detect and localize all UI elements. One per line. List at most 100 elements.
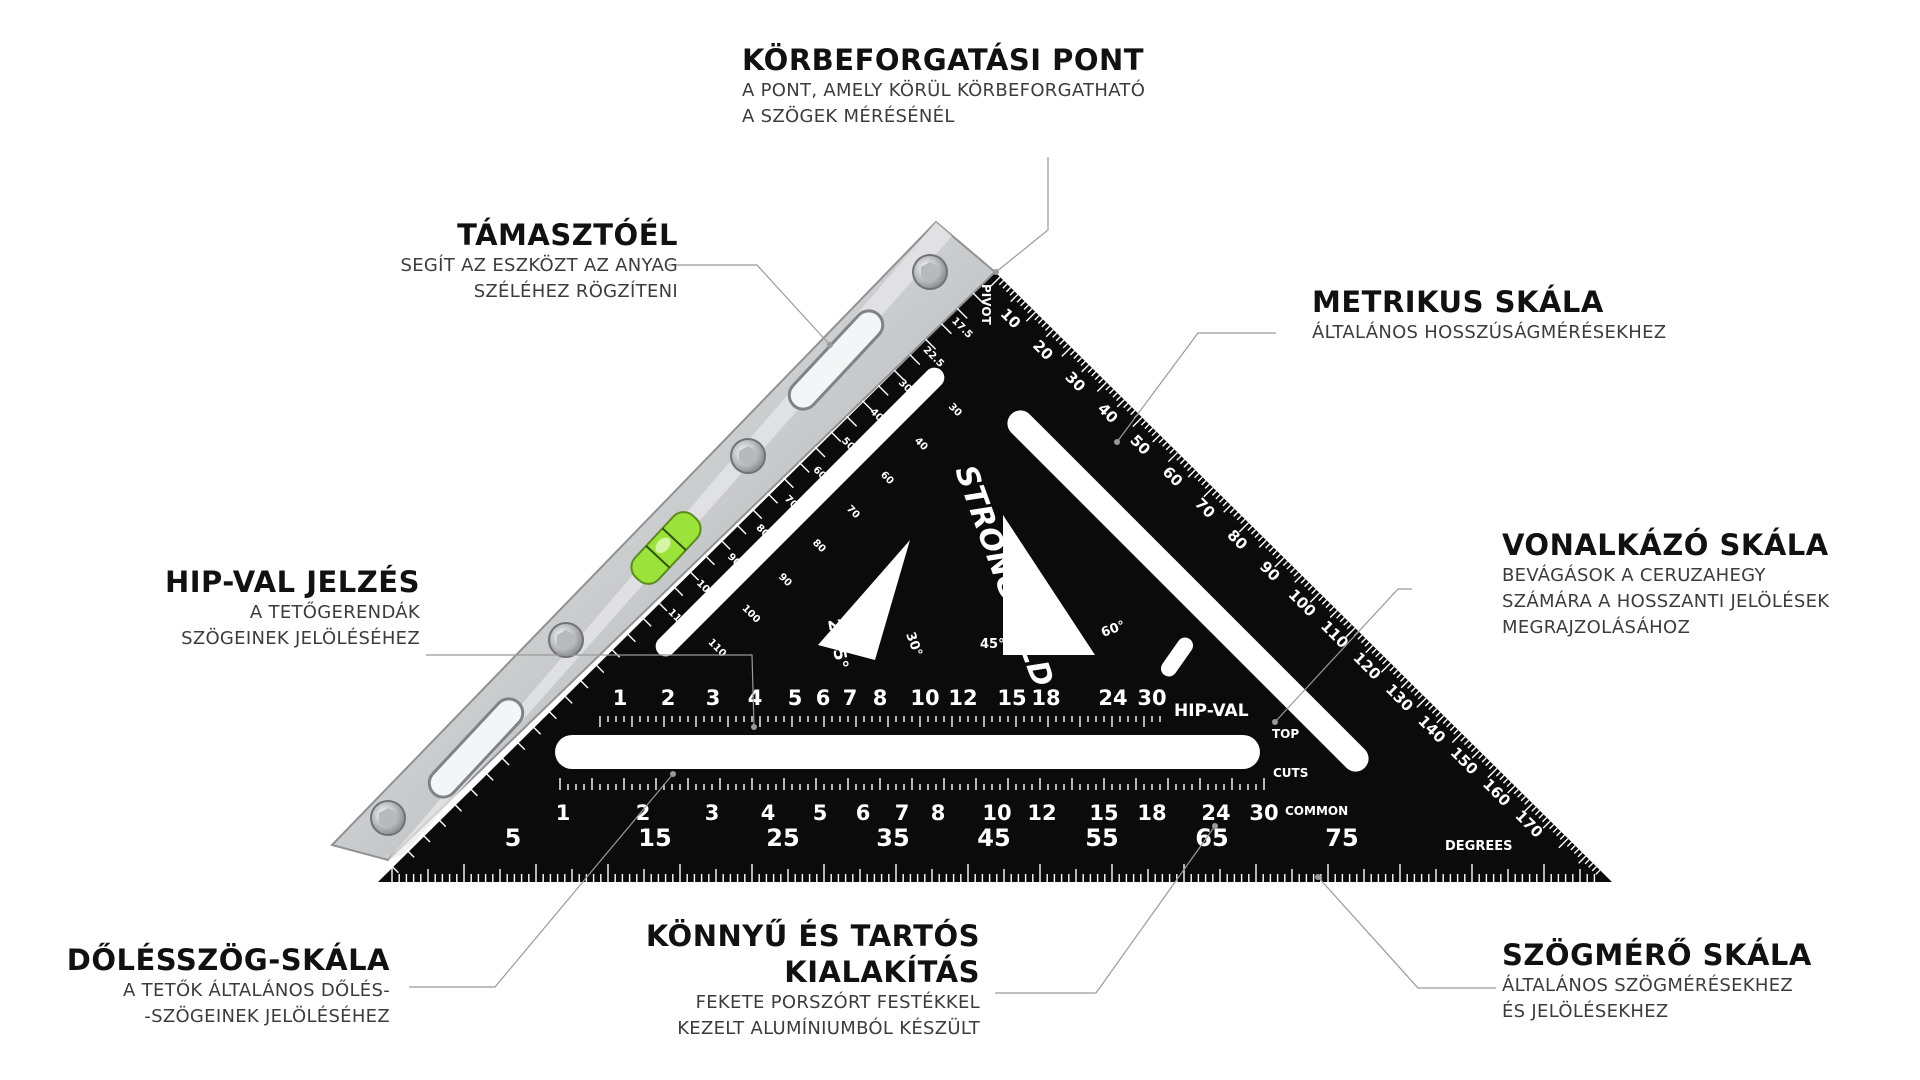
- tick-mark: [1460, 736, 1466, 742]
- hip-val-number: 8: [873, 686, 888, 710]
- tick-mark: [1446, 722, 1452, 728]
- tick-mark: [814, 446, 826, 458]
- tick-mark: [1339, 616, 1345, 623]
- callout-pivot-desc-1: A PONT, AMELY KÖRÜL KÖRBEFORGATHATÓ: [742, 80, 1146, 101]
- tick-mark: [1069, 350, 1076, 356]
- callout-pivot-title: KÖRBEFORGATÁSI PONT: [742, 43, 1145, 77]
- triangle-body: [378, 272, 1612, 882]
- tick-mark: [703, 554, 715, 566]
- tick-mark: [1062, 343, 1068, 349]
- tick-mark: [514, 739, 526, 751]
- tick-mark: [1549, 824, 1555, 830]
- tick-mark: [1130, 409, 1136, 416]
- tick-mark: [1236, 515, 1242, 521]
- tick-mark: [1258, 539, 1267, 548]
- tick-mark: [1470, 746, 1477, 753]
- tick-mark: [1478, 753, 1484, 760]
- tick-mark: [1151, 430, 1157, 437]
- callout-fence-desc-1: SEGÍT AZ ESZKÖZT AZ ANYAG: [400, 255, 678, 276]
- common-number: 18: [1137, 801, 1166, 825]
- degree-number: 25: [766, 824, 799, 852]
- tick-mark: [1211, 490, 1218, 496]
- callout-scribe-desc-2: SZÁMÁRA A HOSSZANTI JELÖLÉSEK: [1502, 591, 1830, 612]
- callout-scribe-desc-1: BEVÁGÁSOK A CERUZAHEGY: [1502, 565, 1766, 586]
- tick-mark: [1094, 374, 1100, 381]
- tick-mark: [1204, 483, 1210, 489]
- triangle-cutouts: [555, 367, 1369, 772]
- tick-mark: [1436, 715, 1445, 724]
- callout-protractor-title: SZÖGMÉRŐ SKÁLA: [1502, 938, 1812, 972]
- callout-metric: METRIKUS SKÁLA ÁLTALÁNOS HOSSZÚSÁGMÉRÉSE…: [1312, 284, 1666, 346]
- tick-mark: [1378, 655, 1384, 661]
- tick-mark: [1481, 757, 1487, 763]
- common-number: 15: [1089, 801, 1118, 825]
- tick-mark: [1329, 609, 1338, 619]
- tick-mark: [1534, 810, 1541, 816]
- common-number: 6: [856, 801, 871, 825]
- angle-45-label: 45°: [980, 637, 1005, 652]
- tick-mark: [1186, 466, 1193, 472]
- tick-mark: [1158, 437, 1164, 444]
- tick-mark: [1304, 581, 1310, 588]
- tick-mark: [1023, 304, 1029, 310]
- callout-protractor-desc-1: ÁLTALÁNOS SZÖGMÉRÉSEKHEZ: [1502, 975, 1794, 996]
- tick-mark: [1257, 536, 1264, 542]
- tick-mark: [1517, 792, 1523, 798]
- callout-pitch-title: DŐLÉSSZÖG-SKÁLA: [66, 943, 390, 977]
- tick-mark: [1357, 634, 1363, 640]
- tick-mark: [1240, 518, 1246, 524]
- tick-mark: [1467, 743, 1473, 749]
- tick-mark: [1424, 701, 1431, 707]
- hip-val-number: 10: [910, 686, 939, 710]
- tick-mark: [1591, 866, 1597, 872]
- tick-mark: [990, 276, 1001, 287]
- tick-mark: [1360, 638, 1367, 644]
- tick-mark: [1392, 669, 1399, 675]
- common-number: 30: [1249, 801, 1278, 825]
- tick-mark: [1080, 360, 1086, 366]
- tick-mark: [688, 569, 700, 581]
- tick-mark: [1115, 395, 1122, 402]
- tick-mark: [956, 307, 968, 319]
- callout-build-desc-2: KEZELT ALUMÍNIUMBÓL KÉSZÜLT: [677, 1018, 980, 1039]
- tick-mark: [1345, 627, 1356, 638]
- tick-mark: [1294, 574, 1303, 583]
- tick-mark: [1165, 444, 1171, 451]
- cuts-label: CUTS: [1273, 766, 1308, 780]
- tick-mark: [466, 785, 478, 797]
- tick-mark: [1321, 599, 1328, 605]
- tick-mark: [593, 662, 605, 674]
- tick-mark: [1451, 732, 1462, 743]
- tick-mark: [1531, 806, 1537, 812]
- tick-mark: [909, 354, 921, 366]
- callout-hip-desc-1: A TETŐGERENDÁK: [249, 602, 420, 623]
- tick-mark: [1010, 294, 1019, 303]
- tick-mark: [1183, 462, 1189, 468]
- tick-mark: [1091, 371, 1097, 377]
- tick-mark: [1542, 820, 1551, 829]
- tick-mark: [1132, 416, 1143, 428]
- tick-mark: [1364, 641, 1370, 647]
- tick-mark: [1336, 613, 1342, 619]
- common-number: 8: [931, 801, 946, 825]
- degree-number: 55: [1085, 824, 1118, 852]
- callout-fence: TÁMASZTÓÉL SEGÍT AZ ESZKÖZT AZ ANYAG SZÉ…: [401, 217, 679, 305]
- hip-val-number: 3: [706, 686, 721, 710]
- callout-pitch-desc-1: A TETŐK ÁLTALÁNOS DŐLÉS-: [123, 980, 390, 1001]
- tick-mark: [1197, 476, 1203, 482]
- common-number: 3: [705, 801, 720, 825]
- hip-val-number: 24: [1098, 686, 1127, 710]
- hip-val-number: 1: [613, 686, 628, 710]
- callout-pitch: DŐLÉSSZÖG-SKÁLA A TETŐK ÁLTALÁNOS DŐLÉS-…: [67, 942, 390, 1030]
- tick-mark: [1371, 648, 1377, 654]
- tick-mark: [1272, 550, 1278, 556]
- tick-mark: [1318, 595, 1324, 602]
- common-number: 2: [636, 801, 651, 825]
- tick-mark: [419, 831, 431, 843]
- tick-mark: [1201, 480, 1207, 486]
- tick-mark: [1238, 522, 1249, 533]
- tick-mark: [1595, 869, 1601, 875]
- common-number: 4: [761, 801, 776, 825]
- tick-mark: [1488, 764, 1494, 770]
